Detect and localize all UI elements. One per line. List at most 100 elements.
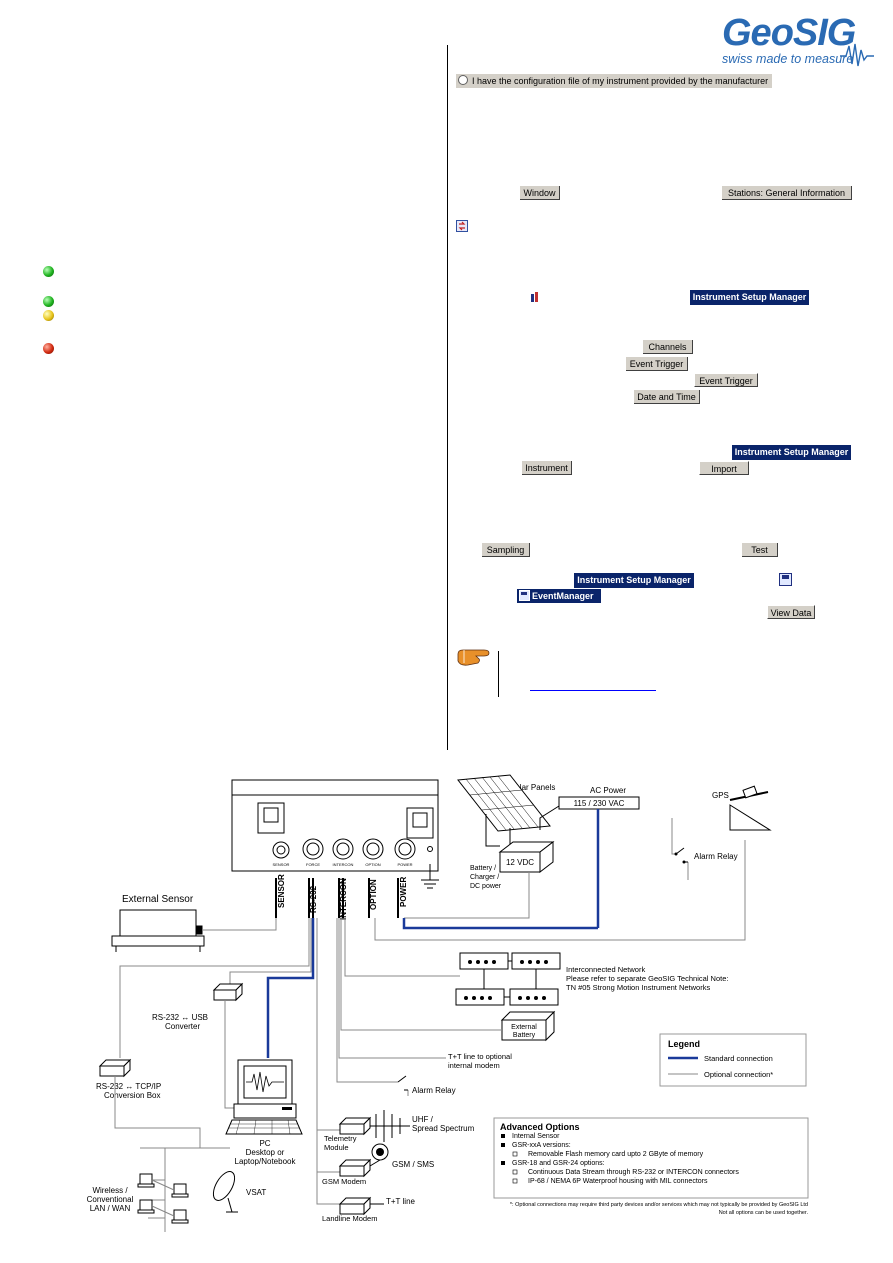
- gps-icon: [729, 785, 772, 831]
- battery-label-2: Charger /: [470, 874, 499, 881]
- port-label-sensor: SENSOR: [277, 874, 286, 908]
- tab-channels[interactable]: Channels: [643, 340, 693, 354]
- wireless-label-3: LAN / WAN: [90, 1204, 131, 1213]
- tab-sampling[interactable]: Sampling: [482, 543, 530, 557]
- external-battery-box: [500, 1010, 556, 1042]
- config-file-radio[interactable]: I have the configuration file of my inst…: [456, 74, 773, 88]
- port-small-power: POWER: [397, 862, 412, 867]
- ism-title-3: Instrument Setup Manager: [574, 573, 694, 588]
- led-green-icon: [43, 296, 54, 307]
- advanced-line-6: IP-68 / NEMA 6P Waterproof housing with …: [528, 1178, 708, 1185]
- logo-tagline: swiss made to measure: [722, 52, 854, 66]
- battery-box: [498, 840, 555, 874]
- tcpip-label-2: Conversion Box: [104, 1091, 160, 1100]
- solar-panel-icon: [457, 774, 551, 832]
- external-sensor-device: [111, 909, 205, 952]
- gsm-sms-label: GSM / SMS: [392, 1160, 434, 1169]
- advanced-options-box: [493, 1117, 809, 1199]
- ext-battery-label-1: External: [511, 1024, 537, 1031]
- pc-icon: [225, 1059, 303, 1135]
- battery-label-1: Battery /: [470, 865, 496, 872]
- telemetry-module-box: [338, 1116, 372, 1136]
- uhf-label-1: UHF /: [412, 1115, 434, 1124]
- port-small-force: FORCE: [306, 862, 320, 867]
- led-red-icon: [43, 343, 54, 354]
- tcpip-box: [98, 1058, 132, 1078]
- landline-label: Landline Modem: [322, 1214, 377, 1223]
- telemetry-label-1: Telemetry: [324, 1134, 357, 1143]
- import-button[interactable]: Import: [699, 461, 749, 475]
- advanced-line-2: GSR-xxA versions:: [512, 1142, 571, 1149]
- config-file-label: I have the configuration file of my inst…: [472, 76, 769, 86]
- advanced-line-1: Internal Sensor: [512, 1133, 560, 1140]
- gsm-modem-box: [338, 1158, 372, 1178]
- ism-title-1: Instrument Setup Manager: [690, 290, 809, 305]
- advanced-line-3: Removable Flash memory card upto 2 GByte…: [528, 1151, 704, 1158]
- gsm-dish-icon: [369, 1143, 389, 1167]
- event-trigger-button[interactable]: Event Trigger: [694, 373, 758, 387]
- wireless-label-2: Conventional: [87, 1195, 134, 1204]
- gps-label: GPS: [712, 791, 729, 800]
- advanced-line-4: GSR-18 and GSR-24 options:: [512, 1160, 605, 1167]
- gsm-modem-label: GSM Modem: [322, 1177, 366, 1186]
- ground-icon: [421, 864, 439, 889]
- network-label-1: Interconnected Network: [566, 965, 645, 974]
- window-menu[interactable]: Window: [520, 186, 560, 200]
- advanced-line-5: Continuous Data Stream through RS-232 or…: [528, 1169, 739, 1176]
- landline-modem-box: [338, 1196, 372, 1216]
- pc-label-1: PC: [259, 1139, 270, 1148]
- event-manager-small-icon: [519, 590, 530, 601]
- pc-label-3: Laptop/Notebook: [235, 1157, 297, 1166]
- vsat-label: VSAT: [246, 1188, 266, 1197]
- tab-test[interactable]: Test: [742, 543, 778, 557]
- telemetry-label-2: Module: [324, 1143, 349, 1152]
- solar-panels-label: Solar Panels: [510, 783, 555, 792]
- refresh-icon[interactable]: [456, 220, 468, 232]
- footnote-1: *: Optional connections may require thir…: [510, 1202, 808, 1208]
- port-label-option: OPTION: [369, 879, 378, 910]
- uhf-label-2: Spread Spectrum: [412, 1124, 475, 1133]
- legend-standard-label: Standard connection: [704, 1054, 773, 1063]
- network-label-3: TN #05 Strong Motion Instrument Networks: [566, 983, 710, 992]
- radio-circle-icon: [458, 75, 468, 85]
- tab-instrument[interactable]: Instrument: [522, 461, 572, 475]
- note-separator: [498, 651, 499, 697]
- tt-internal-label-2: internal modem: [448, 1061, 500, 1070]
- tt-internal-label-1: T+T line to optional: [448, 1052, 512, 1061]
- tab-date-time[interactable]: Date and Time: [634, 390, 700, 404]
- alarm-relay-2-label: Alarm Relay: [412, 1086, 456, 1095]
- instrument-box: SENSOR FORCE INTERCON OPTION POWER: [231, 779, 439, 872]
- advanced-title: Advanced Options: [500, 1122, 580, 1132]
- ac-voltage-label: 115 / 230 VAC: [574, 799, 625, 808]
- ext-battery-label-2: Battery: [513, 1032, 536, 1039]
- external-sensor-label: External Sensor: [122, 894, 194, 905]
- port-label-power: POWER: [399, 877, 408, 907]
- led-yellow-icon: [43, 310, 54, 321]
- seismograph-icon: [840, 43, 874, 67]
- vsat-dish-icon: [212, 1171, 238, 1213]
- tab-stations-general[interactable]: Stations: General Information: [722, 186, 852, 200]
- lan-computers-icon: [137, 1173, 189, 1224]
- tt-line-label: T+T line: [386, 1197, 416, 1206]
- tab-event-trigger[interactable]: Event Trigger: [626, 357, 688, 371]
- battery-label-3: DC power: [470, 883, 502, 890]
- led-green-icon: [43, 266, 54, 277]
- event-manager-title: EventManager: [517, 589, 601, 603]
- view-data-button[interactable]: View Data: [767, 605, 815, 619]
- tcpip-label-1: RS-232 ↔ TCP/IP: [96, 1082, 161, 1091]
- ism-title-2: Instrument Setup Manager: [732, 445, 851, 460]
- network-label-2: Please refer to separate GeoSIG Technica…: [566, 974, 728, 983]
- column-divider: [447, 45, 448, 750]
- geosig-logo: GeoSIG swiss made to measure: [722, 14, 874, 70]
- instrument-setup-icon[interactable]: [530, 291, 540, 303]
- port-small-intercon: INTERCON: [333, 862, 354, 867]
- legend-optional-label: Optional connection*: [704, 1070, 773, 1079]
- hyperlink-underline[interactable]: [530, 690, 656, 691]
- event-manager-icon[interactable]: [779, 573, 792, 586]
- usb-converter-label-2: Converter: [165, 1022, 200, 1031]
- alarm-relay-1-label: Alarm Relay: [694, 852, 738, 861]
- port-small-option: OPTION: [365, 862, 380, 867]
- wireless-label-1: Wireless /: [92, 1186, 128, 1195]
- footnote-2: Not all options can be used together.: [719, 1210, 809, 1216]
- usb-converter-box: [212, 982, 244, 1002]
